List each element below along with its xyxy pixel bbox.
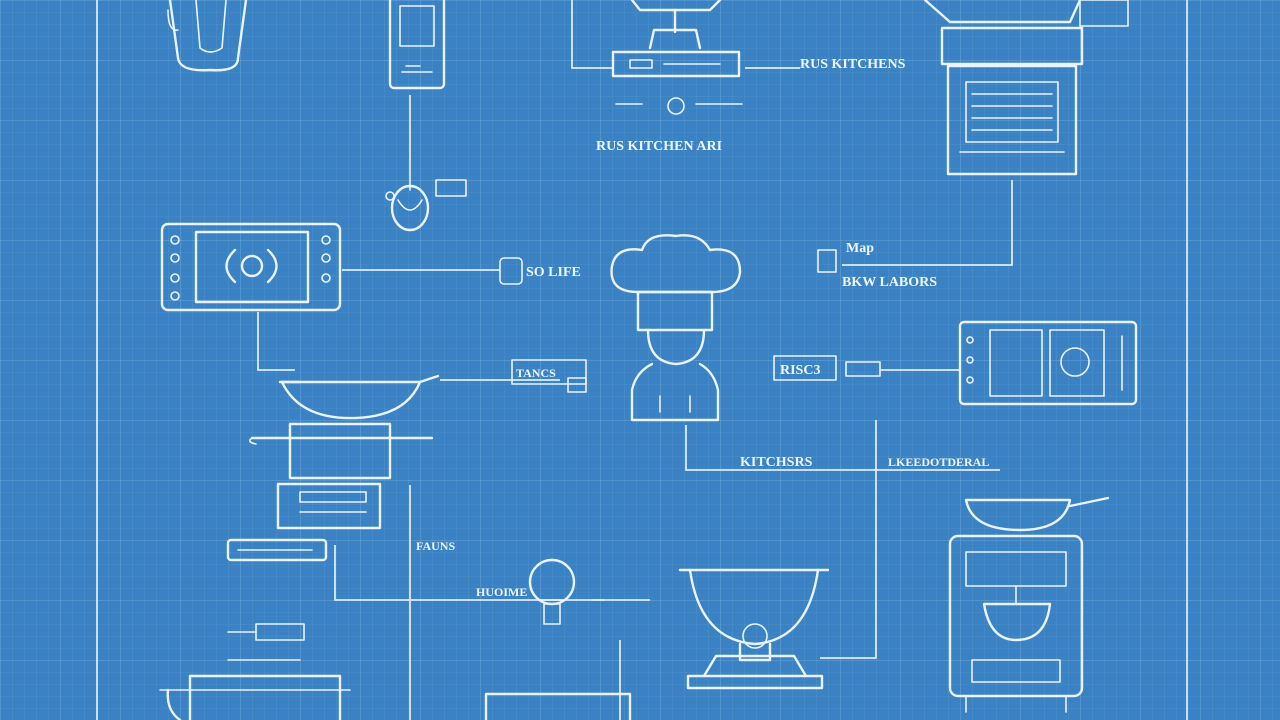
right-line-label: LKEEDOTDERAL: [888, 455, 989, 469]
pan-icon: [964, 496, 1110, 532]
pot-icon: [248, 422, 434, 480]
small-tag-1: FAUNS: [416, 539, 455, 553]
bottom-box-group: HAIN: [484, 692, 632, 720]
mixing-bowl-icon: [678, 568, 830, 690]
chef-base-label: KITCHSRS: [740, 455, 813, 470]
phone-panel-icon: [388, 0, 446, 90]
oven-icon: [923, 0, 1129, 176]
tv-oven-icon: [958, 320, 1138, 406]
right-mid-label-group: Map BKW LABORS: [817, 241, 937, 290]
left-pan-tag-group: TANCS: [511, 359, 587, 393]
top-center-caption: RUS KITCHEN ARI: [596, 139, 722, 154]
roaster-icon: [159, 623, 351, 720]
scale-icon: [611, 0, 741, 78]
whisk-icon: [385, 159, 467, 232]
small-tag-2: HUOIME: [476, 585, 527, 599]
frame-lines: [96, 0, 1188, 720]
microwave-icon: [160, 222, 342, 312]
center-right-tag: RISC3: [780, 363, 820, 378]
lamp-icon: [528, 558, 605, 625]
chef-hat-icon: [610, 234, 742, 422]
right-mid-title: Map: [846, 241, 874, 256]
thermos-icon: [167, 0, 248, 72]
connector-wires: [257, 0, 1013, 720]
toaster-icon: [226, 482, 382, 562]
top-right-caption: RUS KITCHENS: [800, 57, 906, 72]
tick-marks-top: [615, 97, 743, 115]
right-mid-caption: BKW LABORS: [842, 275, 937, 290]
mixer-machine-icon: [948, 534, 1084, 713]
center-right-tag-group: RISC3: [773, 355, 881, 381]
mixer-caption: SO LIFE: [526, 265, 581, 280]
bottom-tag: HAIN: [500, 701, 532, 715]
mixer-caption-group: SO LIFE: [499, 257, 581, 285]
wok-icon: [278, 374, 440, 420]
left-pan-tag: TANCS: [516, 366, 556, 380]
